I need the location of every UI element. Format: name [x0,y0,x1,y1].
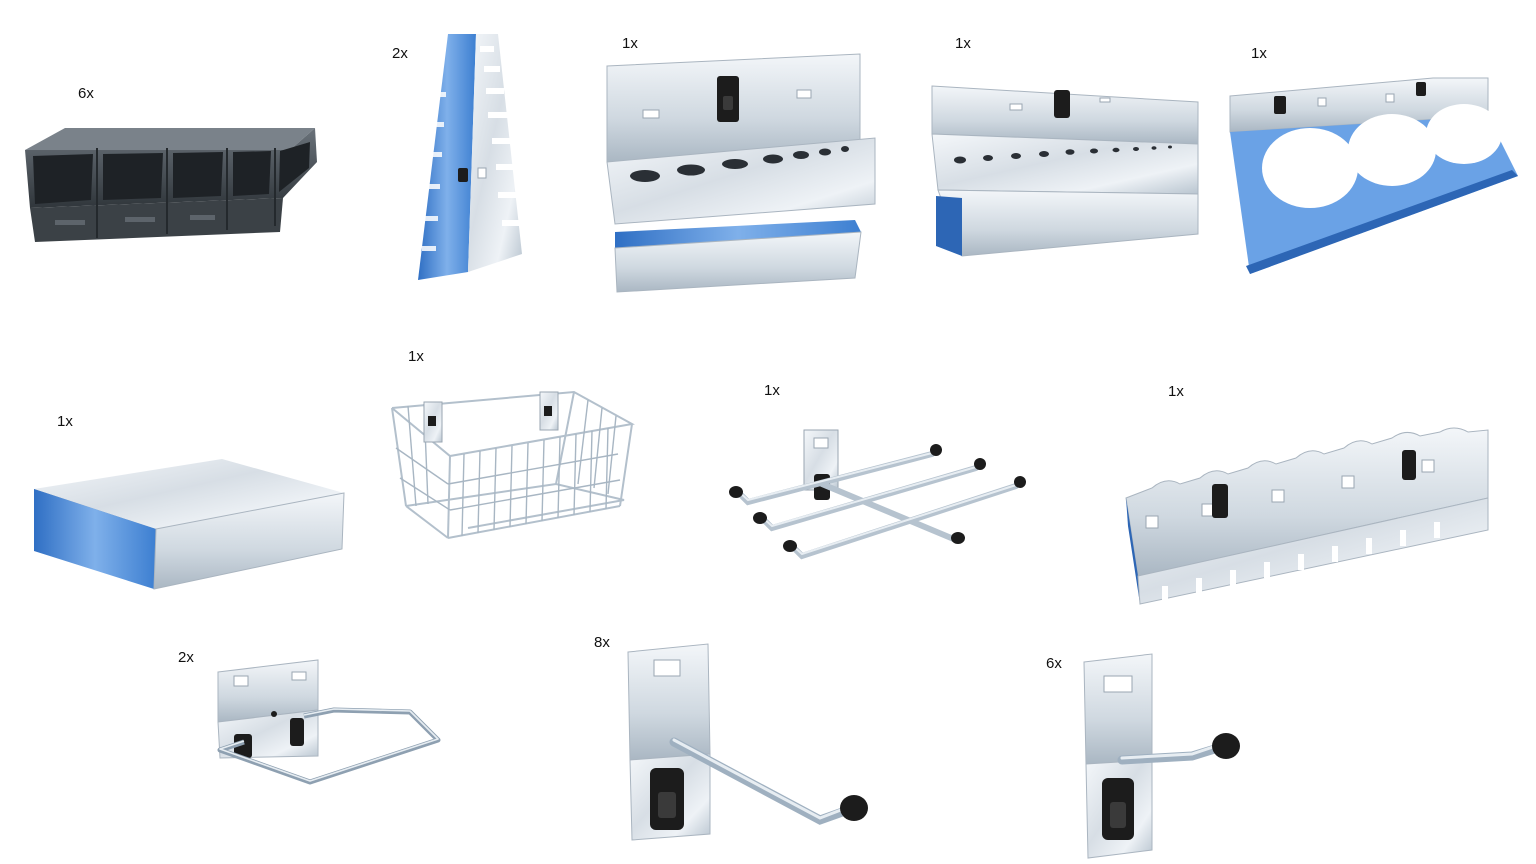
spanner-holder-icon [418,32,528,284]
short-single-hook-icon [1080,652,1248,862]
quantity-label: 1x [408,348,424,365]
quantity-label: 8x [594,634,610,651]
triple-hook-rack-icon [726,428,1032,564]
can-holder-icon [1228,76,1520,276]
roll-holder-icon [214,658,444,792]
quantity-label: 6x [78,85,94,102]
quantity-label: 1x [57,413,73,430]
quantity-label: 6x [1046,655,1062,672]
black-bin-set-icon [25,120,320,245]
slotted-tool-rack-icon [1122,426,1492,606]
quantity-label: 1x [955,35,971,52]
quantity-label: 1x [1168,383,1184,400]
long-single-hook-icon [624,642,872,842]
quantity-label: 1x [1251,45,1267,62]
tool-holder-shelf-icon [930,84,1202,260]
quantity-label: 2x [178,649,194,666]
quantity-label: 1x [622,35,638,52]
quantity-label: 2x [392,45,408,62]
screwdriver-rack-icon [605,52,876,296]
steel-tray-icon [30,457,345,591]
wire-basket-icon [388,388,635,572]
quantity-label: 1x [764,382,780,399]
